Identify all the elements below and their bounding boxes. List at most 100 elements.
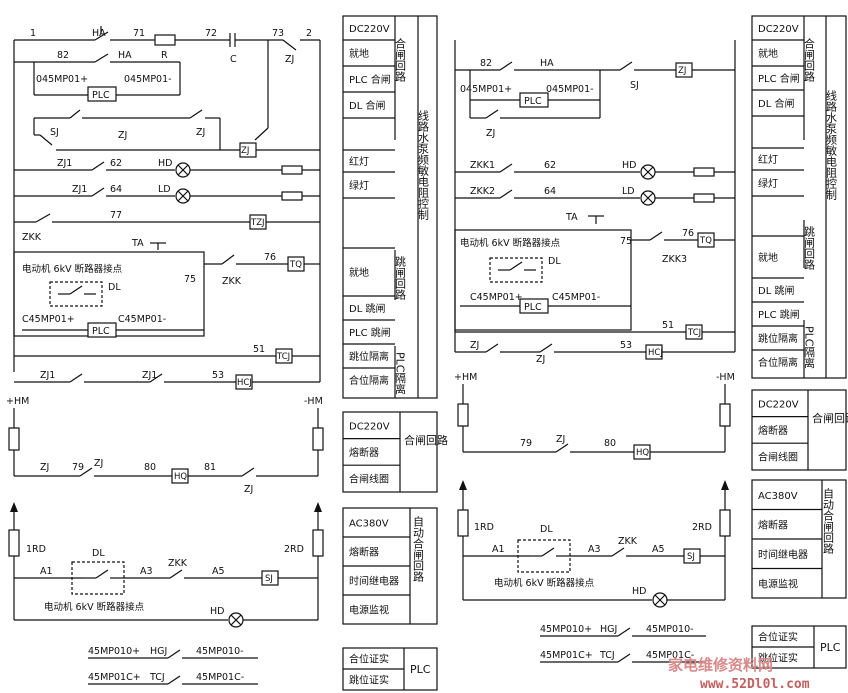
right-ac-row-3: 电源监视	[758, 577, 798, 590]
label-motor-contact-2: 电动机 6kV 断路器接点	[44, 601, 145, 613]
label-r-a3: A3	[588, 544, 601, 555]
label-r-plc-in-plus: 045MP01+	[460, 84, 512, 95]
label-tcj-name: TCJ	[149, 672, 165, 683]
label-r-hq: HQ	[636, 448, 649, 458]
label-c45-minus: C45MP01-	[118, 314, 166, 325]
label-r-tcj-in: 45MP01C+	[540, 650, 593, 661]
label-sj-coil: SJ	[265, 574, 273, 584]
label-r-zkk1: ZKK1	[470, 160, 495, 171]
label-r-node-76: 76	[682, 228, 694, 239]
label-node-62: 62	[110, 158, 122, 169]
watermark-text: 家电维修资料网	[668, 656, 773, 674]
right-hm-row-0: DC220V	[758, 399, 799, 410]
label-zj1-c: ZJ1	[40, 370, 55, 381]
label-a5: A5	[212, 566, 225, 577]
label-r-motor-contact: 电动机 6kV 断路器接点	[460, 237, 561, 249]
left-ac-row-1: 熔断器	[349, 546, 379, 559]
label-zkk: ZKK	[22, 232, 42, 243]
watermark-url: www.52Dl0l.com	[700, 677, 810, 692]
label-hq: HQ	[174, 472, 187, 482]
right-main-row-8: 就地	[758, 251, 778, 264]
right-main-row-12: 合位隔离	[758, 356, 798, 369]
label-r: R	[161, 50, 168, 61]
label-r-node-51: 51	[662, 320, 674, 331]
right-main-row-2: PLC 合闸	[758, 72, 800, 85]
label-node-76: 76	[264, 252, 276, 263]
label-ha-2: HA	[118, 50, 132, 61]
left-hm-row-2: 合闸线圈	[349, 473, 389, 486]
right-main-row-1: 就地	[758, 47, 778, 60]
label-r-sj-coil: SJ	[687, 552, 695, 562]
right-main-row-9: DL 跳闸	[758, 284, 794, 297]
right-main-plc-group: PLC隔离	[803, 326, 816, 369]
label-node-75: 75	[184, 274, 196, 285]
label-zkk-2: ZKK	[222, 276, 242, 287]
label-r-tcj-name: TCJ	[599, 650, 615, 661]
left-main-row-12: 合位隔离	[349, 374, 389, 387]
label-plc-2: PLC	[92, 326, 110, 337]
label-zj-coil: ZJ	[241, 146, 249, 156]
label-r-a5: A5	[652, 544, 665, 555]
label-r-node-80: 80	[604, 438, 616, 449]
left-ac-row-3: 电源监视	[349, 604, 389, 617]
label-plus-hm: +HM	[6, 396, 29, 407]
label-node-51: 51	[253, 344, 265, 355]
label-r-hd-2: HD	[632, 586, 646, 597]
label-ld: LD	[158, 184, 171, 195]
left-main-plc-group: PLC隔离	[394, 352, 407, 395]
label-zj-79: ZJ	[40, 462, 49, 473]
label-node-53: 53	[212, 370, 224, 381]
label-zj1-b: ZJ1	[72, 184, 87, 195]
label-r-tq: TQ	[699, 236, 712, 246]
label-ta: TA	[131, 238, 144, 249]
right-main-row-6: 绿灯	[758, 177, 778, 190]
label-hcj: HCJ	[237, 378, 252, 388]
right-main-trip-group: 跳闸回路	[803, 225, 816, 271]
label-r-zkk: ZKK	[618, 536, 638, 547]
label-r-node-62: 62	[544, 160, 556, 171]
label-zj-81: ZJ	[244, 484, 253, 495]
label-r-hcj: HCJ	[648, 348, 663, 358]
left-main-row-2: PLC 合闸	[349, 73, 391, 86]
right-plc-row-1: 跳位证实	[758, 652, 798, 665]
right-hm-row-2: 合闸线圈	[758, 451, 798, 464]
right-main-side-title: 线路水泵频敏电阻控制	[825, 89, 838, 200]
label-zj1-d: ZJ1	[142, 370, 157, 381]
label-minus-hm: -HM	[304, 396, 323, 407]
label-sj: SJ	[50, 127, 59, 138]
right-ac-row-1: 熔断器	[758, 518, 788, 531]
left-main-row-5: 红灯	[349, 155, 369, 168]
right-main-row-10: PLC 跳闸	[758, 308, 800, 321]
label-motor-contact: 电动机 6kV 断路器接点	[22, 263, 123, 275]
right-plc-row-0: 合位证实	[758, 631, 798, 644]
label-node-73: 73	[272, 28, 284, 39]
right-ac-row-2: 时间继电器	[758, 548, 808, 561]
label-r-minus-hm: -HM	[716, 372, 735, 383]
right-ac-group: 自动合闸回路	[822, 488, 835, 555]
right-main-row-5: 红灯	[758, 153, 778, 166]
left-main-row-0: DC220V	[349, 24, 390, 35]
left-ac-row-2: 时间继电器	[349, 575, 399, 588]
label-r-zkk2: ZKK2	[470, 186, 495, 197]
left-circuit: 1 HA 71 72 73 2 R C ZJ 82 HA 045MP01+ 04…	[6, 26, 324, 685]
label-r-ld: LD	[622, 186, 635, 197]
label-r-motor-contact-2: 电动机 6kV 断路器接点	[494, 577, 595, 589]
label-node-77: 77	[110, 210, 122, 221]
label-r-dl: DL	[548, 256, 561, 267]
label-zj-80: ZJ	[94, 458, 103, 469]
label-ha: HA	[92, 28, 106, 39]
label-r-hgj: HGJ	[600, 624, 617, 635]
left-hm-row-1: 熔断器	[349, 446, 379, 459]
label-node-79: 79	[72, 462, 84, 473]
label-r-sj: SJ	[630, 80, 639, 91]
label-r-plc-in-minus: 045MP01-	[546, 84, 594, 95]
label-tcj-out: 45MP01C-	[196, 672, 244, 683]
label-node-72: 72	[205, 28, 217, 39]
left-hm-row-0: DC220V	[349, 421, 390, 432]
label-r-plc: PLC	[524, 96, 542, 107]
label-node-71: 71	[133, 28, 145, 39]
label-tq: TQ	[289, 260, 302, 270]
label-r-hgj-out: 45MP010-	[646, 624, 694, 635]
left-plc-row-1: 跳位证实	[349, 674, 389, 687]
